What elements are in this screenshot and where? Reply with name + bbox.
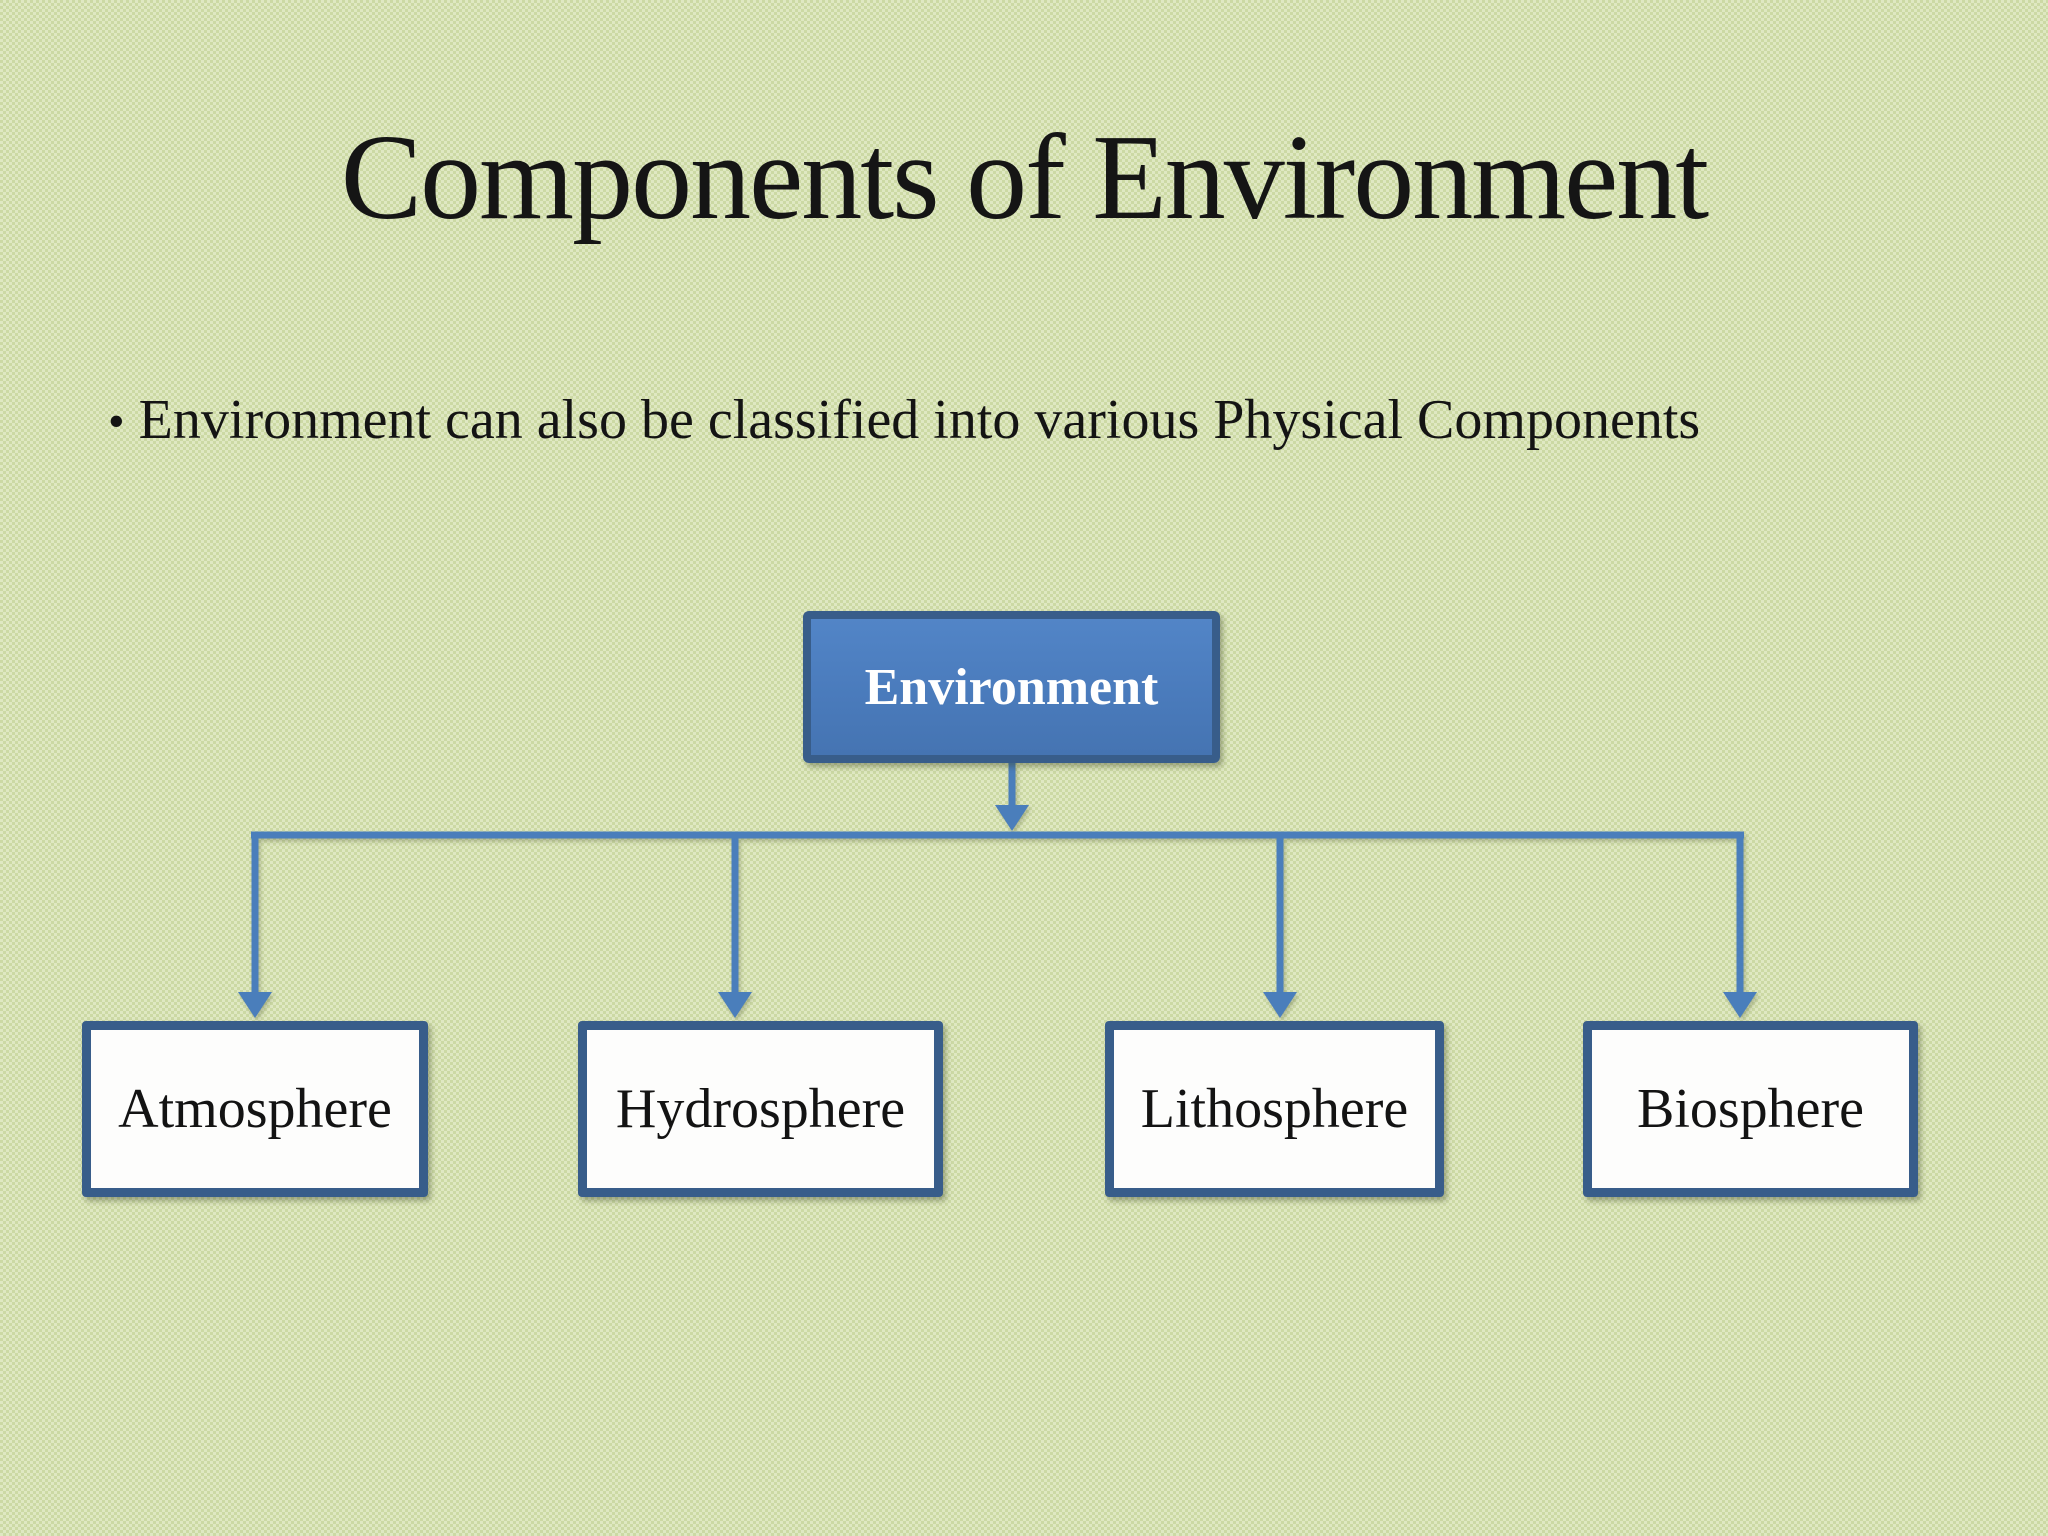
diagram-node-environment: Environment — [803, 611, 1220, 763]
slide-title: Components of Environment — [340, 110, 1709, 245]
arrow-to-atmosphere-icon — [238, 992, 272, 1018]
diagram-node-hydrosphere-label: Hydrosphere — [615, 1078, 906, 1140]
diagram-node-lithosphere: Lithosphere — [1105, 1021, 1444, 1197]
arrow-to-lithosphere-icon — [1263, 992, 1297, 1018]
arrow-to-biosphere-icon — [1723, 992, 1757, 1018]
diagram-node-lithosphere-label: Lithosphere — [1140, 1078, 1409, 1140]
diagram-node-atmosphere-label: Atmosphere — [118, 1078, 392, 1140]
diagram-node-environment-label: Environment — [864, 658, 1159, 716]
arrow-to-rail-icon — [995, 805, 1029, 831]
diagram-node-atmosphere: Atmosphere — [82, 1021, 428, 1197]
bullet-text: Environment can also be classified into … — [138, 389, 1701, 451]
diagram-node-hydrosphere: Hydrosphere — [578, 1021, 943, 1197]
arrow-to-hydrosphere-icon — [718, 992, 752, 1018]
diagram-node-biosphere: Biosphere — [1583, 1021, 1918, 1197]
diagram-node-biosphere-label: Biosphere — [1636, 1078, 1865, 1140]
bullet-item: •Environment can also be classified into… — [108, 388, 1968, 452]
bullet-marker-icon: • — [108, 396, 125, 448]
